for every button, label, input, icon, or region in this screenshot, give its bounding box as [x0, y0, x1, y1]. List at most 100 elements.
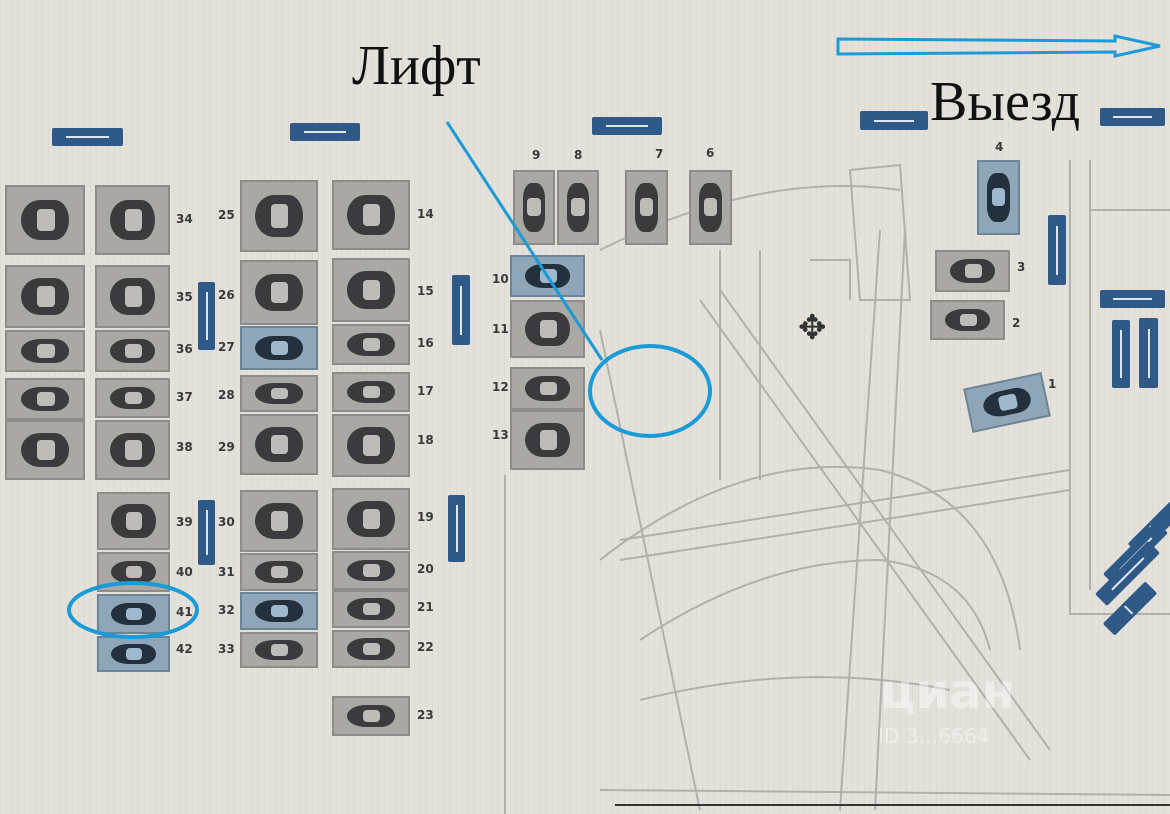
car-icon — [347, 380, 395, 404]
parking-spot-31[interactable] — [240, 553, 318, 591]
spot-number: 41 — [176, 605, 193, 619]
car-icon — [255, 383, 303, 404]
parking-spot-4[interactable] — [977, 160, 1020, 235]
parking-spot-33[interactable] — [240, 632, 318, 668]
car-icon — [699, 182, 722, 233]
car-icon — [20, 432, 70, 468]
parking-spot-26[interactable] — [240, 260, 318, 325]
direction-arrow-left-icon — [860, 111, 928, 130]
car-icon — [347, 427, 395, 464]
car-icon — [109, 278, 156, 315]
parking-spot-18[interactable] — [332, 414, 410, 477]
car-icon — [111, 504, 156, 538]
parking-spot-23[interactable] — [332, 696, 410, 736]
parking-spot-6[interactable] — [689, 170, 732, 245]
spot-number: 23 — [417, 708, 434, 722]
spot-number: 12 — [492, 380, 509, 394]
direction-arrow-left-icon — [52, 128, 123, 146]
parking-spot-39[interactable] — [97, 492, 170, 550]
spot-41-circle — [67, 581, 199, 639]
parking-spot-36[interactable] — [95, 330, 170, 372]
spot-number: 32 — [218, 603, 235, 617]
car-icon — [20, 387, 70, 411]
car-icon — [255, 273, 303, 312]
car-icon — [20, 339, 70, 363]
lift-circle — [588, 344, 712, 438]
car-icon — [109, 432, 156, 468]
car-icon — [109, 386, 156, 410]
car-icon — [987, 172, 1010, 223]
spot-number: 10 — [492, 272, 509, 286]
parking-spot-20[interactable] — [332, 551, 410, 590]
sign-label — [1100, 290, 1165, 308]
move-cursor-icon: ✥ — [798, 309, 827, 347]
parking-spot-25[interactable] — [240, 180, 318, 252]
direction-arrow-down-icon — [448, 495, 465, 562]
car-icon — [347, 271, 395, 309]
spot-number: 25 — [218, 208, 235, 222]
car-icon — [20, 278, 70, 315]
parking-spot-14[interactable] — [332, 180, 410, 250]
parking-spot-42[interactable] — [97, 636, 170, 672]
parking-spot-11[interactable] — [510, 300, 585, 358]
car-icon — [255, 600, 303, 622]
direction-arrow-left-icon — [290, 123, 360, 141]
car-icon — [109, 199, 156, 241]
car-icon — [347, 598, 395, 620]
car-icon — [522, 182, 546, 233]
parking-spot-19[interactable] — [332, 488, 410, 550]
parking-spot-34[interactable] — [95, 185, 170, 255]
parking-spot-41[interactable] — [97, 594, 170, 634]
parking-spot-28[interactable] — [240, 375, 318, 412]
parking-spot-15[interactable] — [332, 258, 410, 322]
spot-number: 4 — [995, 140, 1004, 154]
car-icon — [524, 312, 571, 346]
parking-spot-13[interactable] — [510, 410, 585, 470]
parking-spot-38[interactable] — [95, 420, 170, 480]
spot-number: 27 — [218, 340, 235, 354]
spot-number: 33 — [218, 642, 235, 656]
parking-spot[interactable] — [5, 330, 85, 372]
spot-number: 39 — [176, 515, 193, 529]
lift-pointer-line — [445, 121, 604, 361]
car-icon — [566, 182, 590, 233]
parking-spot-27[interactable] — [240, 326, 318, 370]
parking-spot-29[interactable] — [240, 414, 318, 475]
spot-number: 14 — [417, 207, 434, 221]
parking-spot-17[interactable] — [332, 372, 410, 412]
spot-number: 28 — [218, 388, 235, 402]
car-icon — [524, 422, 571, 458]
spot-number: 38 — [176, 440, 193, 454]
parking-spot[interactable] — [5, 185, 85, 255]
parking-spot-8[interactable] — [557, 170, 599, 245]
direction-arrow-left-icon — [592, 117, 662, 135]
parking-spot-35[interactable] — [95, 265, 170, 328]
parking-spot[interactable] — [5, 265, 85, 328]
parking-spot[interactable] — [5, 420, 85, 480]
parking-spot-22[interactable] — [332, 630, 410, 668]
lift-label: Лифт — [352, 35, 481, 97]
direction-arrow-left-icon — [1100, 108, 1165, 126]
parking-spot-9[interactable] — [513, 170, 555, 245]
parking-spot-7[interactable] — [625, 170, 668, 245]
spot-number: 17 — [417, 384, 434, 398]
parking-spot-2[interactable] — [930, 300, 1005, 340]
parking-spot-12[interactable] — [510, 367, 585, 410]
parking-spot-30[interactable] — [240, 490, 318, 552]
parking-spot-3[interactable] — [935, 250, 1010, 292]
exit-label: Выезд — [930, 71, 1081, 133]
car-icon — [20, 199, 70, 241]
car-icon — [255, 503, 303, 539]
parking-spot-37[interactable] — [95, 378, 170, 418]
spot-number: 35 — [176, 290, 193, 304]
parking-spot-32[interactable] — [240, 592, 318, 630]
spot-number: 1 — [1048, 377, 1057, 391]
spot-number: 3 — [1017, 260, 1026, 274]
spot-number: 40 — [176, 565, 193, 579]
car-icon — [347, 559, 395, 582]
parking-spot[interactable] — [5, 378, 85, 420]
parking-spot-16[interactable] — [332, 324, 410, 365]
direction-arrow-up-icon — [1139, 318, 1158, 388]
parking-spot-21[interactable] — [332, 590, 410, 628]
